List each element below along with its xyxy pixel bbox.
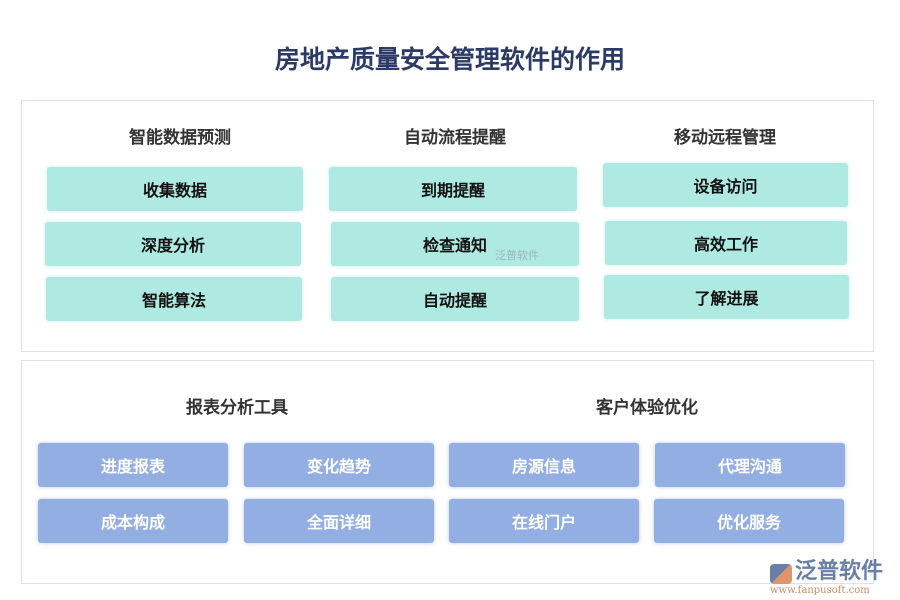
item-box: 深度分析: [45, 222, 301, 266]
item-box: 在线门户: [449, 499, 639, 543]
item-box: 检查通知: [331, 222, 579, 266]
logo-icon: [770, 563, 792, 584]
group-heading: 报表分析工具: [186, 398, 288, 418]
group-heading: 客户体验优化: [596, 398, 698, 418]
item-box: 自动提醒: [331, 277, 579, 321]
item-box: 高效工作: [605, 221, 847, 265]
group-heading: 智能数据预测: [129, 128, 231, 148]
item-box: 了解进展: [604, 275, 849, 319]
page-title: 房地产质量安全管理软件的作用: [274, 45, 625, 74]
item-box: 房源信息: [449, 443, 639, 487]
item-box: 成本构成: [38, 499, 228, 543]
item-box: 进度报表: [38, 443, 228, 487]
item-box: 全面详细: [244, 499, 434, 543]
logo-name: 泛普软件: [795, 559, 884, 584]
item-box: 优化服务: [654, 499, 844, 543]
item-box: 代理沟通: [655, 443, 845, 487]
item-box: 变化趋势: [244, 443, 434, 487]
group-heading: 自动流程提醒: [404, 128, 506, 148]
brand-logo: 泛普软件 www.fanpusoft.com: [770, 553, 883, 596]
item-box: 到期提醒: [329, 167, 577, 211]
watermark: 泛普软件: [495, 249, 539, 262]
item-box: 收集数据: [47, 167, 303, 211]
item-box: 智能算法: [46, 277, 302, 321]
group-heading: 移动远程管理: [674, 128, 776, 148]
item-box: 设备访问: [603, 163, 848, 207]
logo-url: www.fanpusoft.com: [770, 585, 870, 596]
